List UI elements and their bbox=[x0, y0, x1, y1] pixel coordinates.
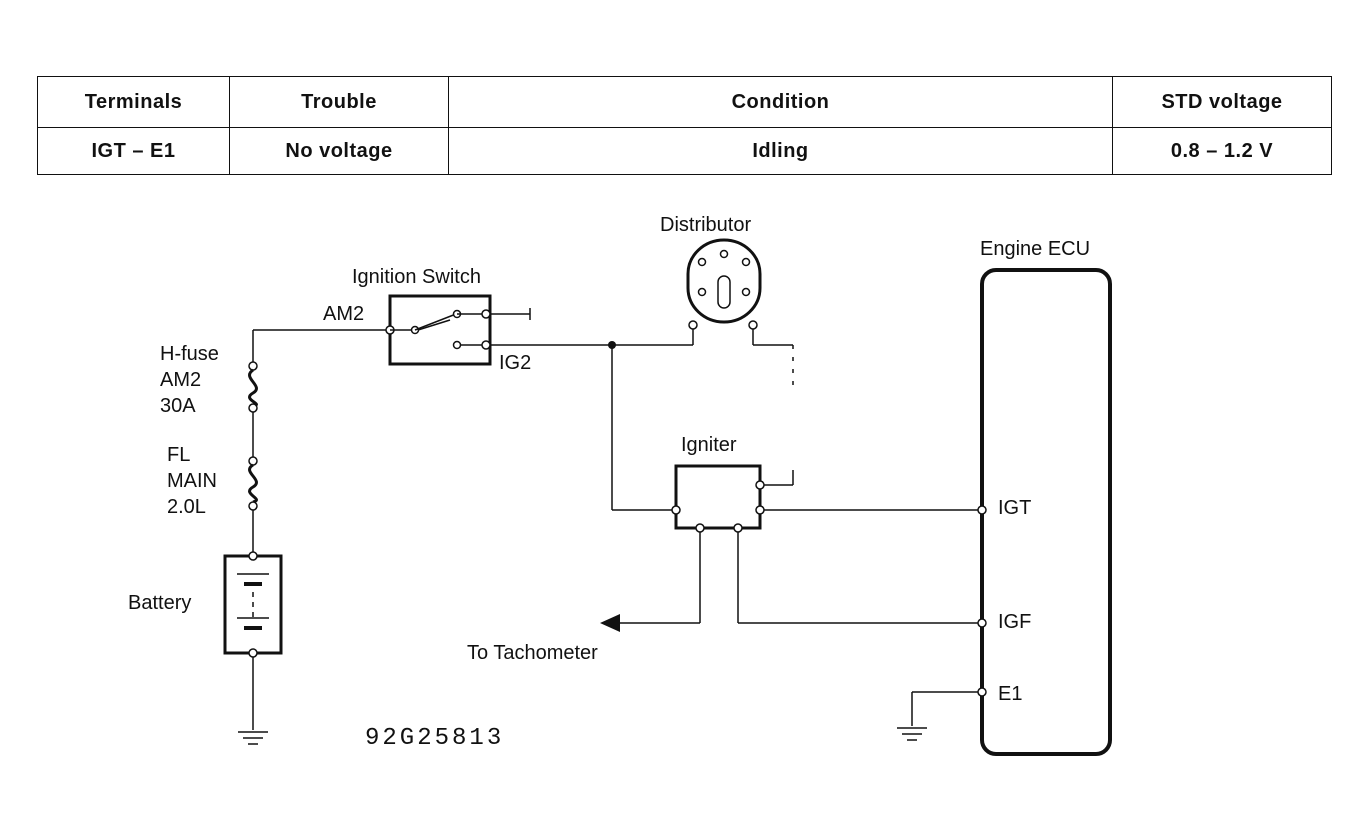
label-hfuse-line1: H-fuse bbox=[160, 343, 219, 365]
ignition-switch bbox=[385, 294, 531, 366]
label-hfuse-line3: 30A bbox=[160, 395, 196, 417]
label-hfuse-line2: AM2 bbox=[160, 369, 201, 391]
label-e1: E1 bbox=[998, 683, 1022, 705]
label-igt: IGT bbox=[998, 497, 1031, 519]
label-am2: AM2 bbox=[323, 303, 364, 325]
label-to-tachometer: To Tachometer bbox=[467, 642, 598, 664]
label-battery: Battery bbox=[128, 592, 191, 614]
ig2-wiring bbox=[490, 328, 694, 511]
supply-wiring bbox=[252, 329, 390, 730]
ground-symbol-right bbox=[897, 727, 927, 741]
battery-symbol bbox=[223, 551, 283, 658]
label-engine-ecu: Engine ECU bbox=[980, 238, 1090, 260]
header-terminals: Terminals bbox=[37, 76, 230, 128]
label-ignition-switch: Ignition Switch bbox=[352, 266, 481, 288]
cell-condition: Idling bbox=[448, 127, 1113, 175]
igniter bbox=[600, 464, 982, 632]
label-igniter: Igniter bbox=[681, 434, 737, 456]
ground-symbol-left bbox=[238, 731, 268, 745]
label-igf: IGF bbox=[998, 611, 1031, 633]
junction-dot bbox=[608, 341, 616, 349]
cell-trouble: No voltage bbox=[229, 127, 449, 175]
distributor bbox=[686, 238, 794, 390]
header-trouble: Trouble bbox=[229, 76, 449, 128]
fl-main-fuse bbox=[248, 456, 258, 511]
label-distributor: Distributor bbox=[660, 214, 751, 236]
h-fuse-am2 bbox=[248, 361, 258, 413]
header-std-voltage: STD voltage bbox=[1112, 76, 1332, 128]
table-header-row: Terminals Trouble Condition STD voltage bbox=[37, 76, 1332, 128]
label-fl-line1: FL bbox=[167, 444, 190, 466]
label-fl-line3: 2.0L bbox=[167, 496, 206, 518]
engine-ecu bbox=[911, 268, 1112, 756]
figure-code: 92G25813 bbox=[365, 725, 504, 752]
spec-table: Terminals Trouble Condition STD voltage … bbox=[37, 76, 1332, 175]
label-ig2: IG2 bbox=[499, 352, 531, 374]
cell-std-voltage: 0.8 – 1.2 V bbox=[1112, 127, 1332, 175]
table-row: IGT – E1 No voltage Idling 0.8 – 1.2 V bbox=[37, 127, 1332, 175]
label-fl-line2: MAIN bbox=[167, 470, 217, 492]
